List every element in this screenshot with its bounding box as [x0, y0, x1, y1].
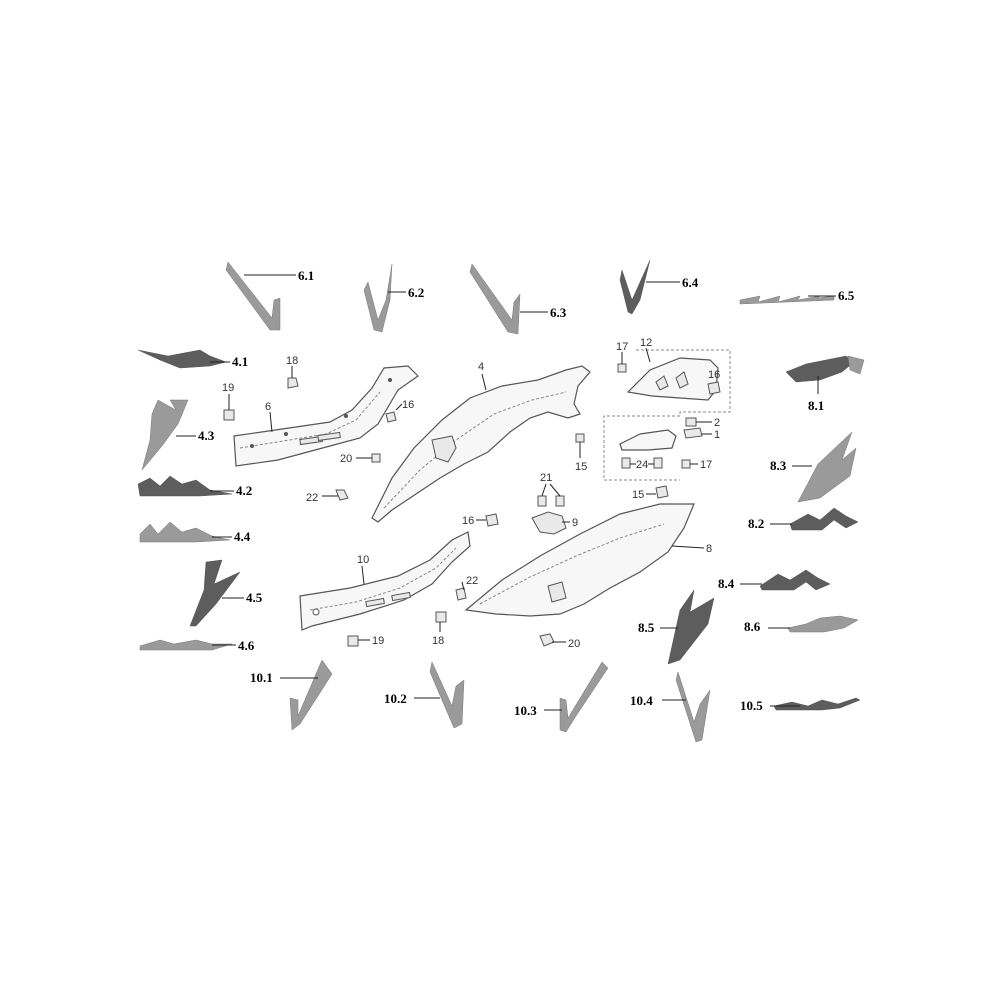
callout-8-6: 8.6 — [744, 619, 761, 634]
part-24-clip: 24 — [621, 457, 663, 471]
callout-6: 6 — [265, 401, 271, 413]
part-15-nut-top: 15 — [575, 433, 587, 473]
callout-4-3: 4.3 — [198, 428, 215, 443]
decal-4-6: 4.6 — [139, 638, 255, 653]
part-12-top-cowl-assembly: 12 — [603, 337, 731, 481]
callout-2: 2 — [714, 417, 720, 429]
callout-4: 4 — [478, 361, 484, 373]
decal-4-3: 4.3 — [141, 399, 215, 471]
part-16-nut-left: 16 — [385, 399, 414, 423]
callout-22-left: 22 — [306, 492, 318, 504]
callout-4-6: 4.6 — [238, 638, 255, 653]
callout-4-4: 4.4 — [234, 529, 251, 544]
callout-4-2: 4.2 — [236, 483, 252, 498]
decal-10-1: 10.1 — [250, 659, 333, 731]
part-6-side-rail: 6 — [233, 365, 419, 467]
decal-6-4: 6.4 — [619, 259, 699, 315]
callout-9: 9 — [572, 517, 578, 529]
decal-8-2: 8.2 — [748, 507, 859, 531]
part-21-screws: 21 — [537, 472, 565, 507]
callout-17-right: 17 — [700, 459, 712, 471]
part-17-screw-right: 17 — [681, 459, 712, 471]
decal-6-2: 6.2 — [363, 263, 424, 333]
callout-6-1: 6.1 — [298, 268, 314, 283]
decal-10-5: 10.5 — [740, 697, 861, 713]
decal-10-2: 10.2 — [384, 661, 465, 729]
callout-10-2: 10.2 — [384, 691, 407, 706]
callout-21: 21 — [540, 472, 552, 484]
callout-16-left: 16 — [402, 399, 414, 411]
part-22-screw-left: 22 — [306, 489, 349, 504]
decal-10-4: 10.4 — [630, 671, 711, 743]
decal-8-4: 8.4 — [718, 569, 831, 591]
callout-8-5: 8.5 — [638, 620, 655, 635]
callout-10-1: 10.1 — [250, 670, 273, 685]
part-15-nut-right: 15 — [632, 485, 669, 501]
decal-4-5: 4.5 — [189, 559, 263, 627]
callout-22-lower: 22 — [466, 575, 478, 587]
callout-10: 10 — [357, 554, 369, 566]
callout-8: 8 — [706, 543, 712, 555]
decal-4-4: 4.4 — [139, 521, 251, 544]
callout-8-1: 8.1 — [808, 398, 824, 413]
part-19-clip-top: 19 — [222, 382, 235, 421]
callout-10-5: 10.5 — [740, 698, 763, 713]
decal-6-3: 6.3 — [469, 263, 567, 335]
callout-4-5: 4.5 — [246, 590, 263, 605]
part-16-nut-cowl: 16 — [707, 369, 721, 395]
decal-10-3: 10.3 — [514, 661, 609, 733]
callout-6-2: 6.2 — [408, 285, 424, 300]
part-8-side-cover: 8 — [464, 503, 712, 617]
part-20-bolt-lower: 20 — [539, 633, 580, 650]
callout-6-5: 6.5 — [838, 288, 855, 303]
callout-4-1: 4.1 — [232, 354, 248, 369]
decal-8-3: 8.3 — [770, 431, 857, 503]
callout-18-lower: 18 — [432, 635, 444, 647]
part-17-screw-top: 17 — [616, 341, 628, 373]
callout-15-right: 15 — [632, 489, 644, 501]
part-4-side-cover: 4 — [371, 361, 591, 523]
decal-4-1: 4.1 — [137, 349, 248, 369]
callout-19-lower: 19 — [372, 635, 384, 647]
part-19-clip-lower: 19 — [347, 635, 384, 647]
callout-6-4: 6.4 — [682, 275, 699, 290]
decal-4-2: 4.2 — [137, 475, 252, 498]
callout-20-lower: 20 — [568, 638, 580, 650]
callout-18-top: 18 — [286, 355, 298, 367]
callout-12: 12 — [640, 337, 652, 349]
callout-17-top: 17 — [616, 341, 628, 353]
callout-19-top: 19 — [222, 382, 234, 394]
part-9-bracket: 9 — [531, 511, 578, 535]
callout-8-3: 8.3 — [770, 458, 787, 473]
decal-6-1: 6.1 — [225, 261, 314, 331]
decal-8-1: 8.1 — [785, 355, 865, 413]
part-20-bolt-top: 20 — [340, 453, 381, 465]
part-1-clip: 1 — [683, 427, 720, 441]
callout-16-lower: 16 — [462, 515, 474, 527]
part-16-nut-lower: 16 — [462, 513, 499, 527]
part-18-grommet-top: 18 — [286, 355, 299, 389]
part-18-grommet-lower: 18 — [432, 611, 447, 647]
part-2-clip: 2 — [685, 417, 720, 429]
callout-10-3: 10.3 — [514, 703, 537, 718]
callout-8-4: 8.4 — [718, 576, 735, 591]
part-22-screw-lower: 22 — [455, 575, 478, 601]
callout-24: 24 — [636, 459, 648, 471]
callout-1: 1 — [714, 429, 720, 441]
callout-6-3: 6.3 — [550, 305, 567, 320]
decal-8-5: 8.5 — [638, 589, 715, 665]
decal-6-5: 6.5 — [739, 288, 855, 305]
callout-8-2: 8.2 — [748, 516, 764, 531]
callout-10-4: 10.4 — [630, 693, 653, 708]
callout-20-top: 20 — [340, 453, 352, 465]
decal-8-6: 8.6 — [744, 615, 859, 634]
part-10-lower-rail: 10 — [299, 531, 471, 631]
callout-15-top: 15 — [575, 461, 587, 473]
callout-16-cowl: 16 — [708, 369, 720, 381]
